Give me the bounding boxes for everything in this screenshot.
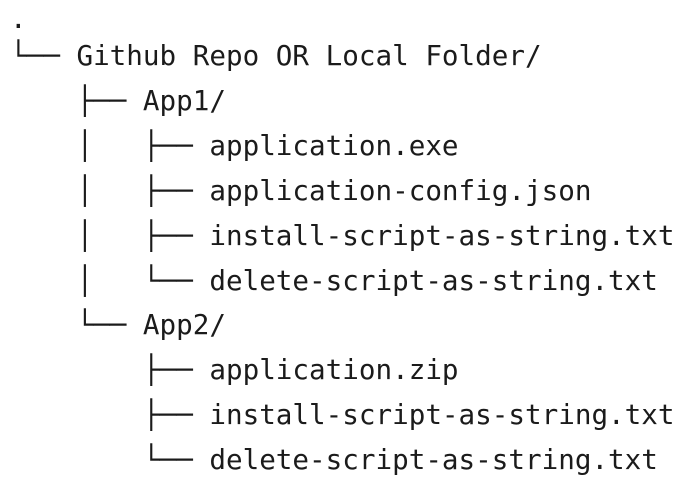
tree-line-app1-application-exe: │ ├── application.exe xyxy=(10,128,459,162)
tree-line-app2-dir: └── App2/ xyxy=(10,308,226,342)
tree-line-app2-delete-script: └── delete-script-as-string.txt xyxy=(10,443,658,477)
tree-line-app1-config-json: │ ├── application-config.json xyxy=(10,173,592,207)
tree-line-app2-application-zip: ├── application.zip xyxy=(10,353,459,387)
tree-line-app1-install-script: │ ├── install-script-as-string.txt xyxy=(10,218,675,252)
tree-line-repo-root: └── Github Repo OR Local Folder/ xyxy=(10,39,542,72)
tree-line-root-dot: . xyxy=(10,2,27,35)
tree-line-app1-delete-script: │ └── delete-script-as-string.txt xyxy=(10,263,658,297)
tree-line-app2-install-script: ├── install-script-as-string.txt xyxy=(10,398,675,432)
tree-line-app1-dir: ├── App1/ xyxy=(10,83,226,117)
